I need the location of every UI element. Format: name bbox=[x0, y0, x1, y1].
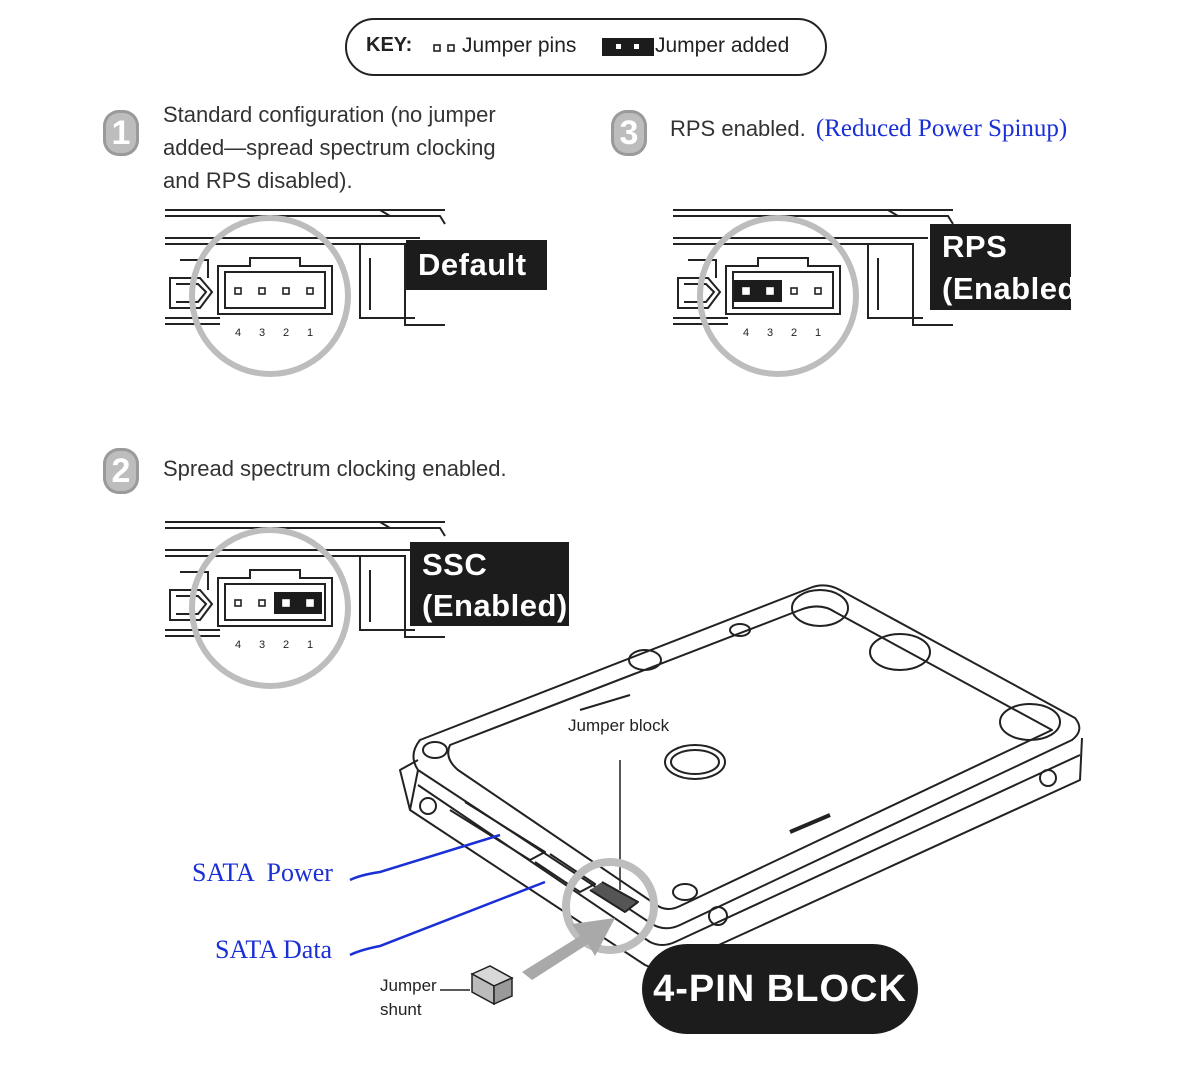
connector-diagram-ssc: 4 3 2 1 bbox=[165, 521, 446, 689]
four-pin-block-callout: 4-PIN BLOCK bbox=[642, 944, 918, 1034]
jumper-pin-4 bbox=[234, 287, 242, 295]
jumper-pin-3 bbox=[258, 599, 266, 607]
step-2-text: Spread spectrum clocking enabled. bbox=[163, 456, 507, 481]
rps-description: (Reduced Power Spinup) bbox=[815, 115, 1068, 142]
pin-number-label: 4 bbox=[235, 639, 241, 651]
sata-leader-lines bbox=[349, 833, 546, 957]
sata-power-label: SATA Power bbox=[192, 858, 333, 887]
jumper-pin-4 bbox=[742, 287, 750, 295]
pin-number-label: 2 bbox=[283, 327, 289, 339]
sata-data-label: SATA Data bbox=[215, 935, 333, 964]
ssc-enabled-label: SSC (Enabled) bbox=[410, 542, 569, 626]
key-jumper-added-label: Jumper added bbox=[655, 34, 790, 57]
pin-number-label: 1 bbox=[307, 639, 313, 651]
jumper-pin-3 bbox=[258, 287, 266, 295]
step-3-number: 3 bbox=[611, 110, 647, 156]
rps-enabled-label: RPS (Enabled) bbox=[930, 224, 1087, 310]
key-title: KEY: bbox=[366, 34, 413, 56]
pin-number-label: 4 bbox=[743, 327, 749, 339]
pin-number-label: 2 bbox=[791, 327, 797, 339]
pin-number-label: 1 bbox=[815, 327, 821, 339]
jumper-shunt-label: Jumper shunt bbox=[380, 976, 437, 1019]
jumper-pin-1 bbox=[306, 599, 314, 607]
pin-number-label: 2 bbox=[283, 639, 289, 651]
jumper-pin-2 bbox=[282, 287, 290, 295]
step-1-number: 1 bbox=[103, 110, 139, 156]
jumper-pin-2 bbox=[790, 287, 798, 295]
pin-number-label: 3 bbox=[259, 639, 265, 651]
connector-diagram-default: 4 3 2 1 bbox=[165, 209, 446, 377]
jumper-pins-icon bbox=[433, 44, 455, 52]
jumper-pin-2 bbox=[282, 599, 290, 607]
jumper-shunt-arrow bbox=[440, 918, 615, 1006]
key-jumper-pins-label: Jumper pins bbox=[462, 34, 577, 57]
jumper-pin-1 bbox=[306, 287, 314, 295]
step-2-number: 2 bbox=[103, 448, 139, 494]
jumper-block-label: Jumper block bbox=[568, 716, 670, 735]
key-legend bbox=[345, 18, 827, 76]
pin-number-label: 3 bbox=[767, 327, 773, 339]
pin-number-label: 1 bbox=[307, 327, 313, 339]
jumper-added-icon bbox=[602, 38, 654, 56]
step-3-text: RPS enabled. (Reduced Power Spinup) bbox=[670, 115, 1068, 142]
jumper-shunt-installed bbox=[274, 592, 322, 614]
jumper-shunt-installed bbox=[734, 280, 782, 302]
connector-diagram-rps: 4 3 2 1 bbox=[673, 209, 954, 377]
jumper-pin-4 bbox=[234, 599, 242, 607]
pin-number-label: 3 bbox=[259, 327, 265, 339]
default-label: Default bbox=[406, 240, 547, 290]
step-1-text: Standard configuration (no jumper added—… bbox=[163, 102, 496, 193]
pin-number-label: 4 bbox=[235, 327, 241, 339]
jumper-pin-3 bbox=[766, 287, 774, 295]
jumper-pin-1 bbox=[814, 287, 822, 295]
